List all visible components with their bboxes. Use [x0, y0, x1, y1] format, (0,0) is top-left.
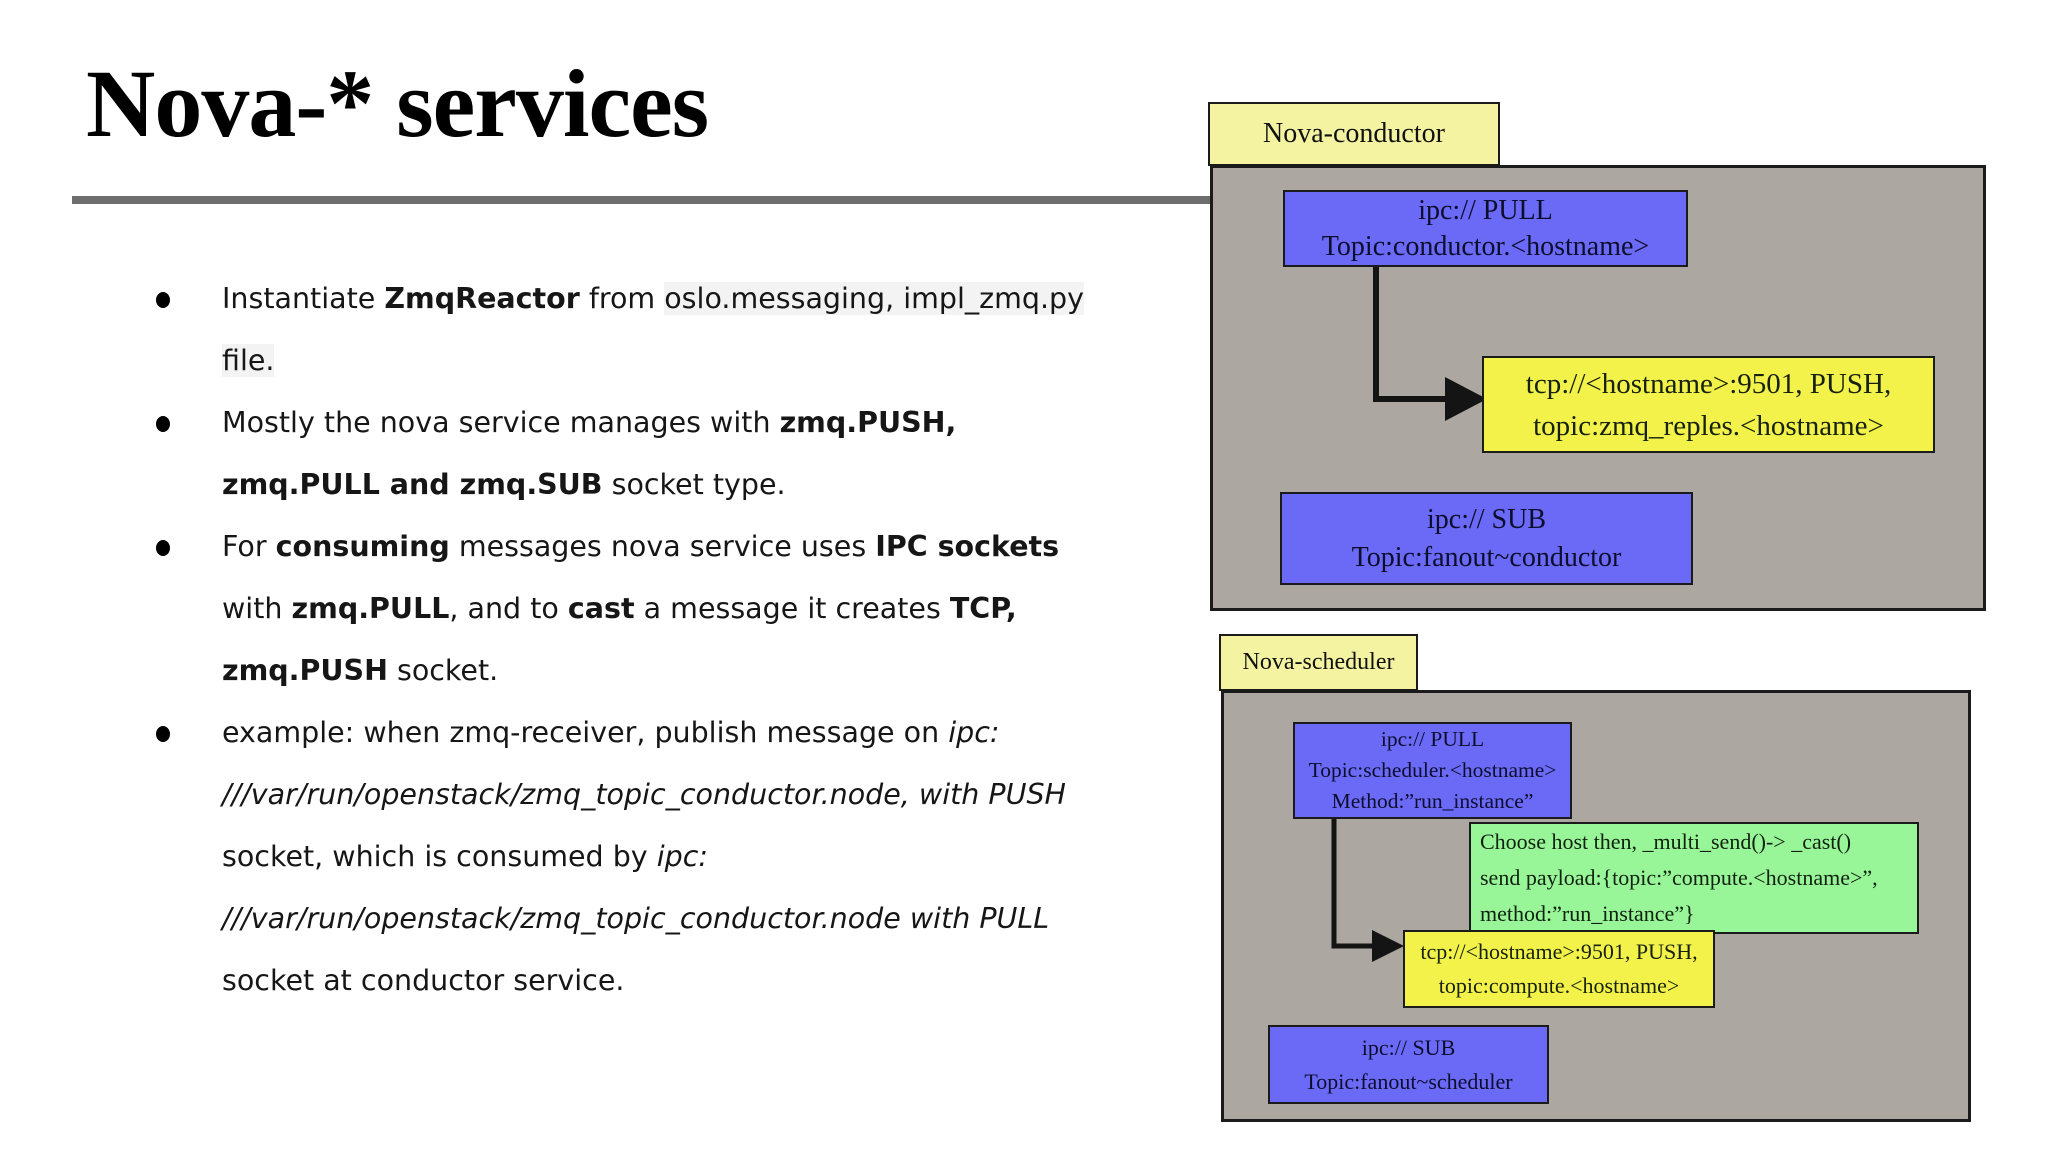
text-segment: , and to	[449, 592, 568, 625]
text-segment: from	[579, 282, 665, 315]
text-segment: ipc: ///var/run/openstack/zmq_topic_cond…	[222, 716, 1066, 811]
list-item: For consuming messages nova service uses…	[156, 516, 1122, 702]
text-segment: consuming	[275, 530, 450, 563]
conductor-pull-line1: ipc:// PULL	[1418, 194, 1553, 226]
conductor-pull-box: ipc:// PULL Topic:conductor.<hostname>	[1283, 190, 1688, 267]
text-segment: messages nova service uses	[449, 530, 876, 563]
list-item: example: when zmq-receiver, publish mess…	[156, 702, 1122, 1012]
text-segment: socket at conductor service.	[222, 964, 625, 997]
scheduler-note-line2: send payload:{topic:”compute.<hostname>”…	[1480, 865, 1878, 890]
conductor-sub-box: ipc:// SUB Topic:fanout~conductor	[1280, 492, 1693, 585]
text-segment: socket.	[387, 654, 499, 687]
conductor-pull-line2: Topic:conductor.<hostname>	[1321, 230, 1650, 262]
text-segment: TCP, zmq.PUSH	[222, 592, 1017, 687]
text-segment: socket type.	[602, 468, 786, 501]
list-item: Mostly the nova service manages with zmq…	[156, 392, 1122, 516]
conductor-push-box: tcp://<hostname>:9501, PUSH, topic:zmq_r…	[1482, 356, 1935, 453]
scheduler-push-line2: topic:compute.<hostname>	[1438, 973, 1680, 998]
scheduler-pull-line1: ipc:// PULL	[1380, 727, 1485, 751]
text-segment: Instantiate	[222, 282, 385, 315]
scheduler-tab-label: Nova-scheduler	[1242, 649, 1395, 675]
conductor-sub-line1: ipc:// SUB	[1426, 503, 1546, 535]
text-segment: example: when zmq-receiver, publish mess…	[222, 716, 949, 749]
text-segment: ipc: ///var/run/openstack/zmq_topic_cond…	[222, 840, 1050, 935]
scheduler-note-line3: method:”run_instance”}	[1480, 901, 1695, 926]
conductor-push-line2: topic:zmq_reples.<hostname>	[1533, 409, 1884, 442]
conductor-sub-line2: Topic:fanout~conductor	[1351, 541, 1622, 573]
text-segment: a message it creates	[634, 592, 950, 625]
text-segment: Mostly the nova service manages with	[222, 406, 780, 439]
bullet-text: Mostly the nova service manages with zmq…	[222, 406, 956, 501]
bullet-text: For consuming messages nova service uses…	[222, 530, 1059, 687]
scheduler-pull-box: ipc:// PULL Topic:scheduler.<hostname> M…	[1293, 722, 1572, 819]
scheduler-push-line1: tcp://<hostname>:9501, PUSH,	[1420, 939, 1698, 964]
bullet-list: Instantiate ZmqReactor from oslo.messagi…	[156, 268, 1122, 1012]
conductor-tab-label: Nova-conductor	[1263, 118, 1445, 149]
scheduler-note-box: Choose host then, _multi_send()-> _cast(…	[1469, 822, 1919, 934]
bullet-icon	[156, 416, 170, 432]
text-segment: cast	[567, 592, 635, 625]
scheduler-pull-line3: Method:”run_instance”	[1331, 789, 1534, 813]
text-segment: zmq.PUSH, zmq.PULL and zmq.SUB	[222, 406, 957, 501]
bullet-icon	[156, 540, 170, 556]
text-segment: IPC sockets	[875, 530, 1060, 563]
conductor-tab: Nova-conductor	[1208, 102, 1500, 166]
text-segment: ZmqReactor	[384, 282, 580, 315]
bullet-icon	[156, 292, 170, 308]
scheduler-pull-line2: Topic:scheduler.<hostname>	[1308, 758, 1557, 782]
conductor-push-line1: tcp://<hostname>:9501, PUSH,	[1525, 367, 1892, 400]
bullet-text: Instantiate ZmqReactor from oslo.messagi…	[222, 282, 1084, 377]
page-title: Nova-* services	[86, 50, 709, 157]
list-item: Instantiate ZmqReactor from oslo.messagi…	[156, 268, 1122, 392]
text-segment: For	[222, 530, 276, 563]
bullet-icon	[156, 726, 170, 742]
scheduler-sub-line2: Topic:fanout~scheduler	[1304, 1068, 1513, 1094]
scheduler-tab: Nova-scheduler	[1219, 634, 1418, 691]
scheduler-push-box: tcp://<hostname>:9501, PUSH, topic:compu…	[1403, 930, 1715, 1008]
text-segment: with	[222, 592, 292, 625]
scheduler-sub-box: ipc:// SUB Topic:fanout~scheduler	[1268, 1025, 1549, 1104]
bullet-text: example: when zmq-receiver, publish mess…	[222, 716, 1066, 997]
title-underline	[72, 196, 1212, 204]
scheduler-sub-line1: ipc:// SUB	[1361, 1034, 1456, 1060]
text-segment: zmq.PULL	[291, 592, 450, 625]
text-segment: socket, which is consumed by	[222, 840, 657, 873]
scheduler-note-line1: Choose host then, _multi_send()-> _cast(…	[1480, 829, 1852, 854]
